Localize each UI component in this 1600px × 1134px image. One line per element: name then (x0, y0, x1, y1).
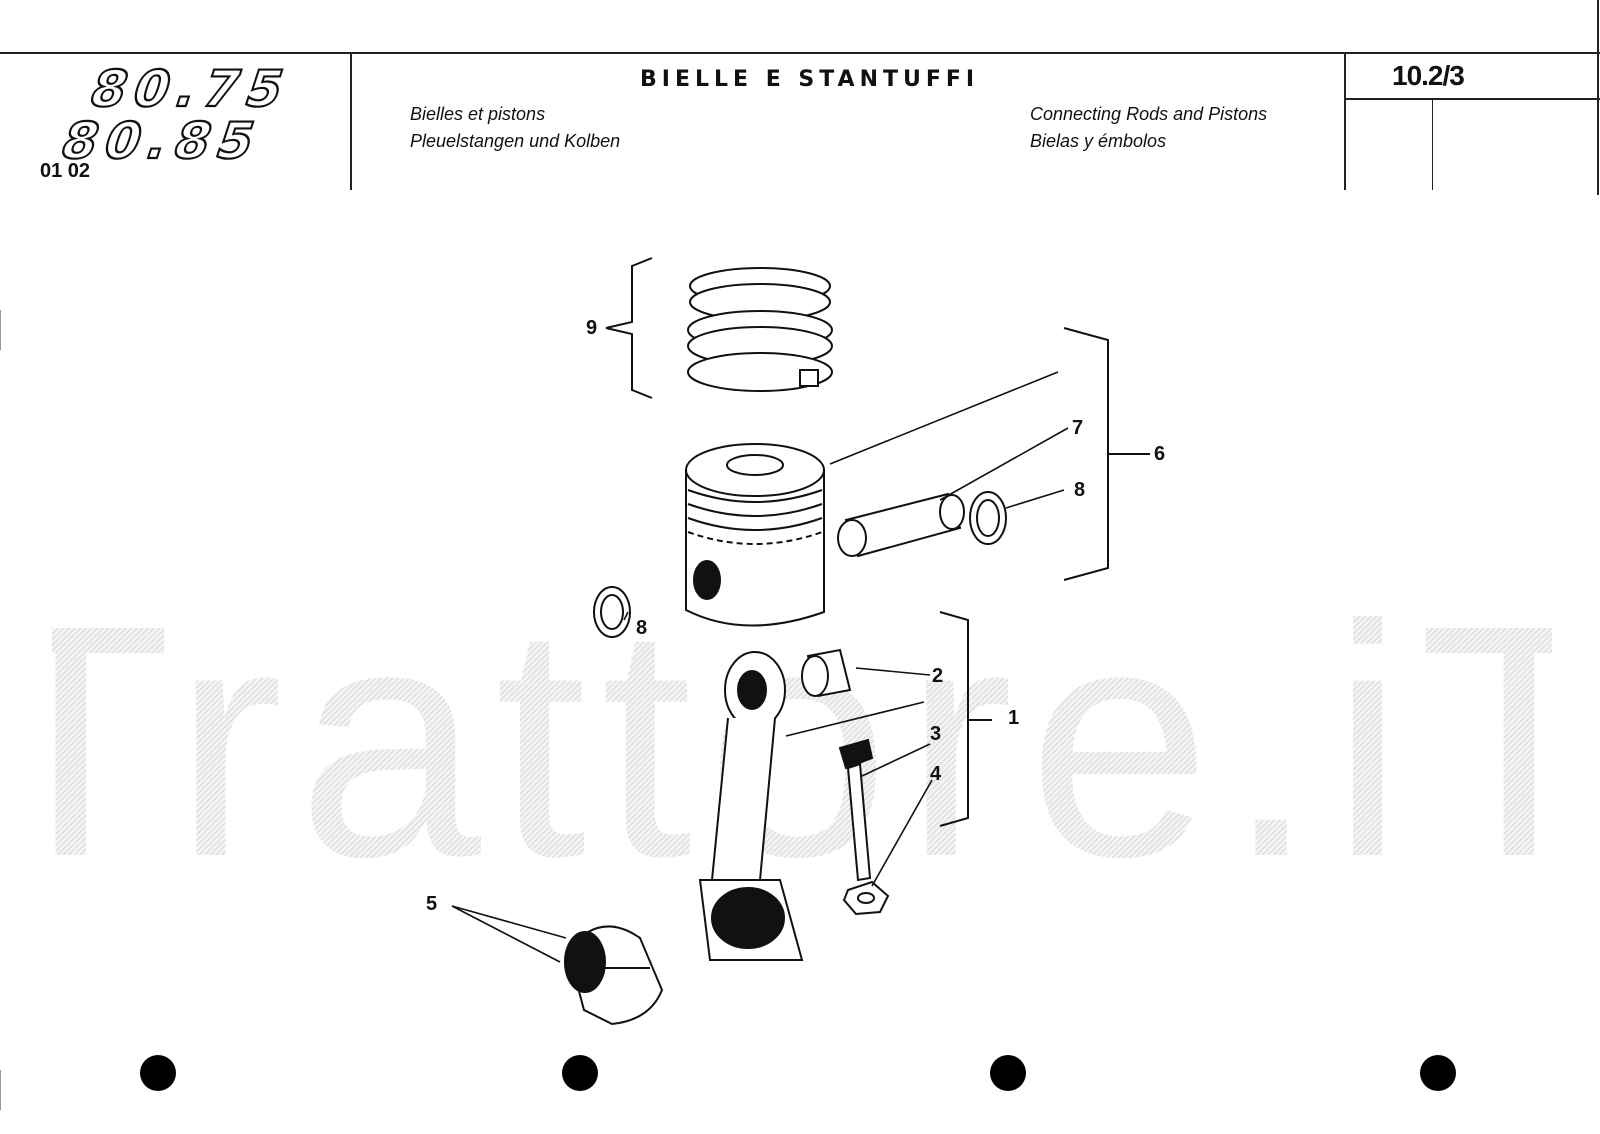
binder-hole (562, 1055, 598, 1091)
callout-3: 3 (930, 723, 941, 745)
subtitle-spanish: Bielas y émbolos (1030, 131, 1167, 151)
subtitle-german: Pleuelstangen und Kolben (410, 131, 621, 151)
model-logo: 80.75 80.85 (60, 64, 300, 164)
left-edge-mark (0, 310, 1, 350)
piston-pin (837, 492, 965, 558)
page-title: BIELLE E STANTUFFI (640, 67, 980, 92)
bearing-shells (564, 925, 664, 1026)
circlip-right (969, 491, 1007, 545)
callout-2: 2 (932, 665, 943, 687)
bracket-rings (605, 257, 653, 399)
connecting-rod (698, 651, 804, 961)
callout-5: 5 (426, 893, 437, 915)
page-header: 80.75 80.85 01 02 BIELLE E STANTUFFI Bie… (0, 0, 1600, 195)
model-code: 01 02 (40, 160, 91, 182)
header-divider-left (350, 52, 352, 190)
subtitle-english: Connecting Rods and Pistons (1030, 104, 1268, 124)
logo-line2: 80.85 (60, 112, 270, 164)
header-top-rule (0, 52, 1600, 54)
left-edge-mark-bottom (0, 1070, 1, 1110)
header-divider-right (1344, 52, 1346, 190)
header-right-edge (1597, 0, 1599, 195)
small-end-bush (801, 648, 852, 698)
parts-diagram: 9 7 6 8 8 2 1 3 4 5 (426, 257, 1165, 1026)
rod-bolt (838, 738, 874, 882)
header-divider-page (1432, 98, 1433, 190)
rod-nut (842, 880, 890, 916)
binder-hole (990, 1055, 1026, 1091)
callout-1: 1 (1008, 707, 1019, 729)
binder-hole (140, 1055, 176, 1091)
callout-6: 6 (1154, 443, 1165, 465)
callout-8-left: 8 (636, 617, 647, 639)
page-number: 10.2/3 (1392, 60, 1465, 91)
piston-rings (687, 267, 833, 392)
callout-9: 9 (586, 317, 597, 339)
binder-hole (1420, 1055, 1456, 1091)
subtitle-french: Bielles et pistons (410, 104, 546, 124)
callout-7: 7 (1072, 417, 1083, 439)
logo-line1: 80.75 (82, 64, 299, 119)
leader-lines (451, 371, 1069, 963)
page-number-rule (1346, 98, 1600, 100)
bracket-rod-assembly (939, 611, 992, 827)
circlip-left (593, 586, 631, 638)
callout-4: 4 (930, 763, 942, 785)
bracket-piston-assembly (1063, 327, 1150, 581)
piston (685, 443, 825, 627)
callout-8-right: 8 (1074, 479, 1085, 501)
